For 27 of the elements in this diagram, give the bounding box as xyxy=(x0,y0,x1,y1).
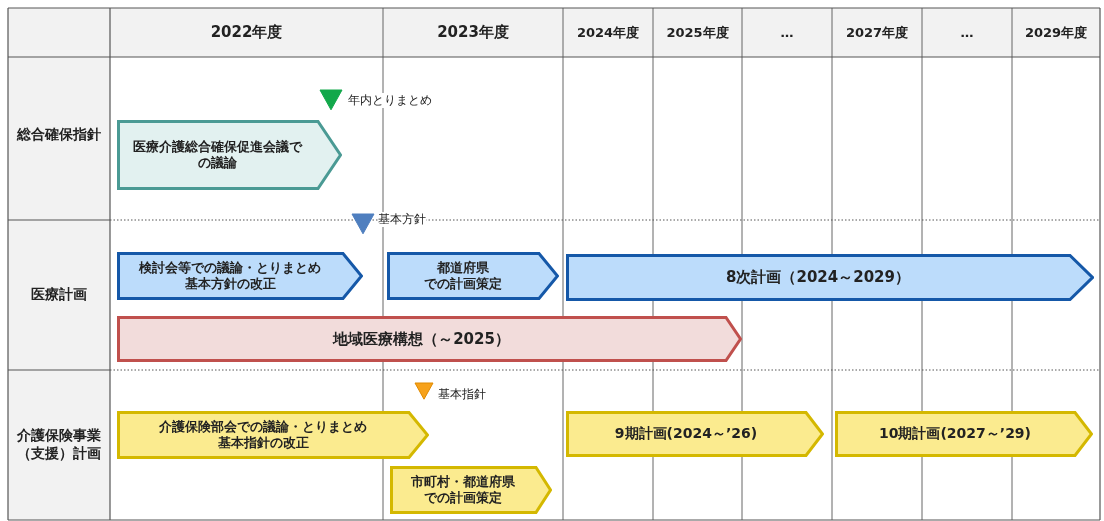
bar-text: 9期計画(2024～’26) xyxy=(614,425,758,443)
bar-text: 基本指針の改正 xyxy=(217,435,309,451)
row-header: 総合確保指針 xyxy=(17,126,101,144)
bar-text: 基本方針の改正 xyxy=(184,276,276,292)
bar-text: 検討会等での議論・とりまとめ xyxy=(139,260,321,276)
row-header: 医療計画 xyxy=(31,286,87,304)
column-header: 2027年度 xyxy=(845,23,909,42)
bar-text: での計画策定 xyxy=(424,490,502,506)
column-header: 2024年度 xyxy=(576,23,640,42)
milestone-label: 基本方針 xyxy=(378,211,426,227)
column-header: 2022年度 xyxy=(210,23,283,42)
column-header: … xyxy=(780,25,794,40)
bar-text: 8次計画（2024～2029） xyxy=(726,268,910,287)
column-header: … xyxy=(960,25,974,40)
column-header: 2029年度 xyxy=(1024,23,1088,42)
bar-text: 地域医療構想（～2025） xyxy=(333,329,510,349)
bar-text: 都道府県 xyxy=(437,260,489,276)
column-header: 2023年度 xyxy=(437,23,509,42)
column-header: 2025年度 xyxy=(666,23,729,42)
bar-text: 医療介護総合確保促進会議での議論 xyxy=(132,138,304,172)
milestone-label: 基本指針 xyxy=(438,386,486,402)
bar-text: での計画策定 xyxy=(424,276,502,292)
row-header: 介護保険事業（支援）計画 xyxy=(16,427,102,463)
bar-text: 10期計画(2027～’29) xyxy=(878,425,1031,443)
milestone-label: 年内とりまとめ xyxy=(348,92,432,108)
bar-text: 市町村・都道府県 xyxy=(411,474,515,490)
bar-text: 介護保険部会での議論・とりまとめ xyxy=(159,419,367,435)
